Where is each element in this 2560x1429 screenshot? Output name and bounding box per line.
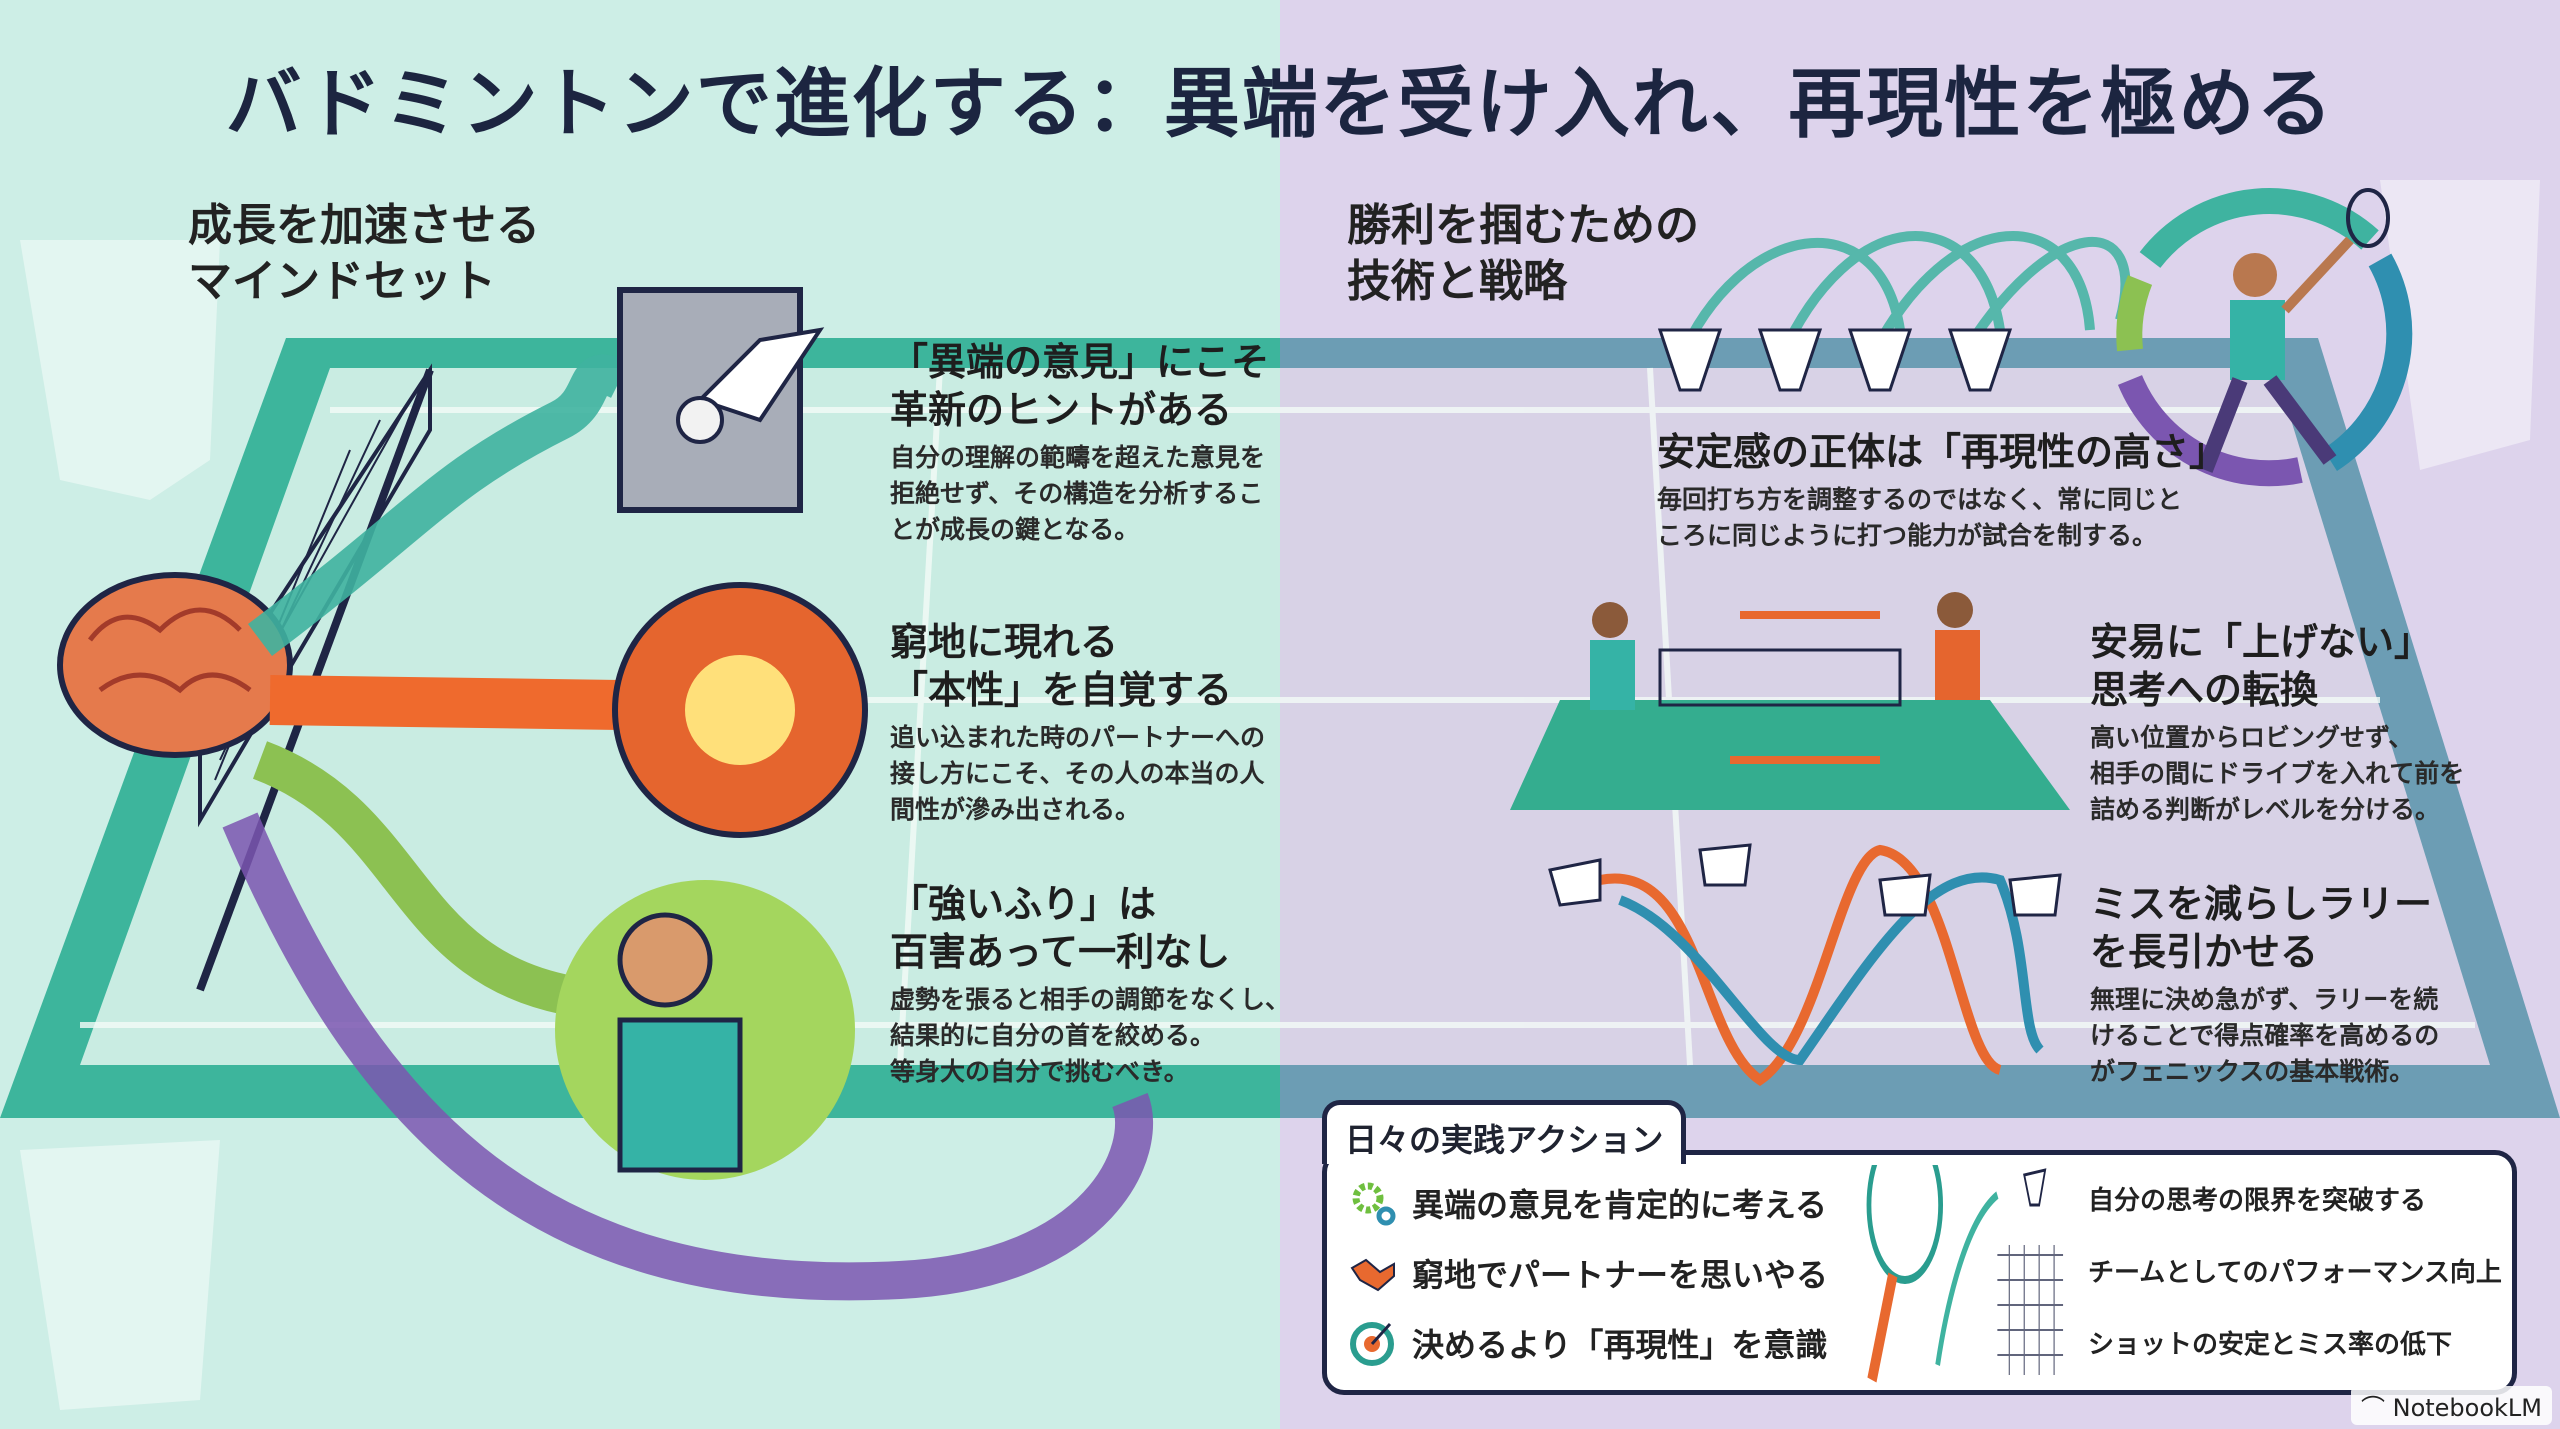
body-line: 虚勢を張ると相手の調節をなくし、 [890,985,1291,1014]
body-line: 接し方にこそ、その人の本当の人 [890,759,1265,788]
mindset-item-heresy: 「異端の意見」にこそ革新のヒントがある 自分の理解の範疇を超えた意見を拒絶せず、… [890,338,1269,548]
item-body: 無理に決め急がず、ラリーを続けることで得点確率を高めるのがフェニックスの基本戦術… [2090,982,2439,1090]
target-icon [1350,1322,1394,1366]
cycle-arrows-icon [2116,188,2413,487]
body-line: 等身大の自分で挑むべき。 [890,1057,1189,1086]
action-item: 決めるより「再現性」を意識 [1350,1320,1828,1366]
doubles-court-icon [1510,592,2070,810]
action-list: 異端の意見を肯定的に考える 窮地でパートナーを思いやる 決めるより「再現性」を意… [1350,1180,1828,1366]
item-body: 追い込まれた時のパートナーへの接し方にこそ、その人の本当の人間性が滲み出される。 [890,720,1265,828]
title-line: 安易に「上げない」 [2090,620,2433,664]
body-line: ころに同じように打つ能力が試合を制する。 [1657,521,2158,550]
item-title: 「異端の意見」にこそ革新のヒントがある [890,338,1269,434]
logo-icon: ⌒ [2360,1394,2393,1422]
title-line: 「本性」を自覚する [890,668,1233,712]
shuttlecock-watermark-icon [20,180,2540,1410]
title-line: ミスを減らしラリー [2090,882,2433,926]
body-line: けることで得点確率を高めるの [2090,1021,2440,1050]
action-item: 異端の意見を肯定的に考える [1350,1180,1828,1226]
title-line: 「強いふり」は [890,882,1157,926]
brain-icon [57,572,293,758]
title-line: 「異端の意見」にこそ [890,340,1270,384]
body-line: とが成長の鍵となる。 [890,515,1140,544]
strategy-item-reproducibility: 安定感の正体は「再現性の高さ」 毎回打ち方を調整するのではなく、常に同じところに… [1657,428,2227,554]
strategy-item-fewer-errors: ミスを減らしラリーを長引かせる 無理に決め急がず、ラリーを続けることで得点確率を… [2090,880,2439,1090]
body-line: 相手の間にドライブを入れて前を [2090,759,2465,788]
title-line: 革新のヒントがある [890,388,1233,432]
body-line: 間性が滲み出される。 [890,795,1141,824]
wall-shuttlecock-icon [617,287,825,513]
body-line: 結果的に自分の首を絞める。 [890,1021,1216,1050]
action-label: 異端の意見を肯定的に考える [1412,1186,1828,1224]
action-label: 窮地でパートナーを思いやる [1412,1256,1829,1294]
heading-line: 技術と戦略 [1347,256,1567,307]
body-line: がフェニックスの基本戦術。 [2090,1057,2415,1086]
title-line: 窮地に現れる [890,620,1119,664]
body-line: 追い込まれた時のパートナーへの [890,723,1266,752]
title-line: 思考への転換 [2090,668,2319,712]
confident-player-icon [555,880,855,1180]
racket-net-icon [1866,1165,2064,1383]
body-line: 無理に決め急がず、ラリーを続 [2090,985,2439,1014]
clash-icon [612,582,868,838]
item-body: 自分の理解の範疇を超えた意見を拒絶せず、その構造を分析することが成長の鍵となる。 [890,440,1269,548]
item-body: 高い位置からロビングせず、相手の間にドライブを入れて前を詰める判断がレベルを分け… [2090,720,2464,828]
right-section-heading: 勝利を掴むための 技術と戦略 [1347,198,1699,310]
body-line: 拒絶せず、その構造を分析するこ [890,479,1264,508]
heading-line: 勝利を掴むための [1347,200,1699,251]
item-title: 窮地に現れる「本性」を自覚する [890,618,1265,714]
item-body: 毎回打ち方を調整するのではなく、常に同じところに同じように打つ能力が試合を制する… [1657,482,2227,554]
body-line: 毎回打ち方を調整するのではなく、常に同じと [1657,485,2183,514]
result-list: 自分の思考の限界を突破する チームとしてのパフォーマンス向上 ショットの安定とミ… [2088,1184,2502,1362]
heading-line: マインドセット [188,256,496,307]
body-line: 詰める判断がレベルを分ける。 [2090,795,2441,824]
action-label: 決めるより「再現性」を意識 [1412,1326,1828,1364]
left-section-heading: 成長を加速させる マインドセット [188,198,540,310]
item-title: ミスを減らしラリーを長引かせる [2090,880,2439,976]
handshake-icon [1350,1258,1395,1292]
rally-arcs-icon [1599,844,2044,1087]
item-body: 虚勢を張ると相手の調節をなくし、結果的に自分の首を絞める。等身大の自分で挑むべき… [890,982,1290,1090]
result-item: 自分の思考の限界を突破する [2088,1186,2427,1216]
item-title: 「強いふり」は百害あって一利なし [890,880,1290,976]
strategy-item-no-lift: 安易に「上げない」思考への転換 高い位置からロビングせず、相手の間にドライブを入… [2090,618,2464,828]
mindset-item-true-nature: 窮地に現れる「本性」を自覚する 追い込まれた時のパートナーへの接し方にこそ、その… [890,618,1265,828]
action-item: 窮地でパートナーを思いやる [1350,1250,1828,1296]
result-item: ショットの安定とミス率の低下 [2088,1330,2453,1360]
item-title: 安定感の正体は「再現性の高さ」 [1657,430,2228,474]
title-line: を長引かせる [2090,930,2319,974]
gears-icon [1352,1182,1396,1226]
result-item: チームとしてのパフォーマンス向上 [2088,1258,2502,1288]
body-line: 高い位置からロビングせず、 [2090,723,2414,752]
title-line: 百害あって一利なし [890,930,1231,974]
daily-actions-heading: 日々の実践アクション [1322,1100,1687,1164]
notebooklm-logo: ⌒ NotebookLM [2350,1386,2552,1425]
page-title: バドミントンで進化する：異端を受け入れ、再現性を極める [225,59,2335,148]
heading-line: 成長を加速させる [188,200,540,251]
player-icon [2197,188,2390,473]
shuttlecock-icon [1657,328,2013,392]
logo-text: NotebookLM [2392,1394,2542,1422]
body-line: 自分の理解の範疇を超えた意見を [890,443,1266,472]
item-title: 安易に「上げない」思考への転換 [2090,618,2464,714]
mindset-item-no-bluff: 「強いふり」は百害あって一利なし 虚勢を張ると相手の調節をなくし、結果的に自分の… [890,880,1290,1090]
